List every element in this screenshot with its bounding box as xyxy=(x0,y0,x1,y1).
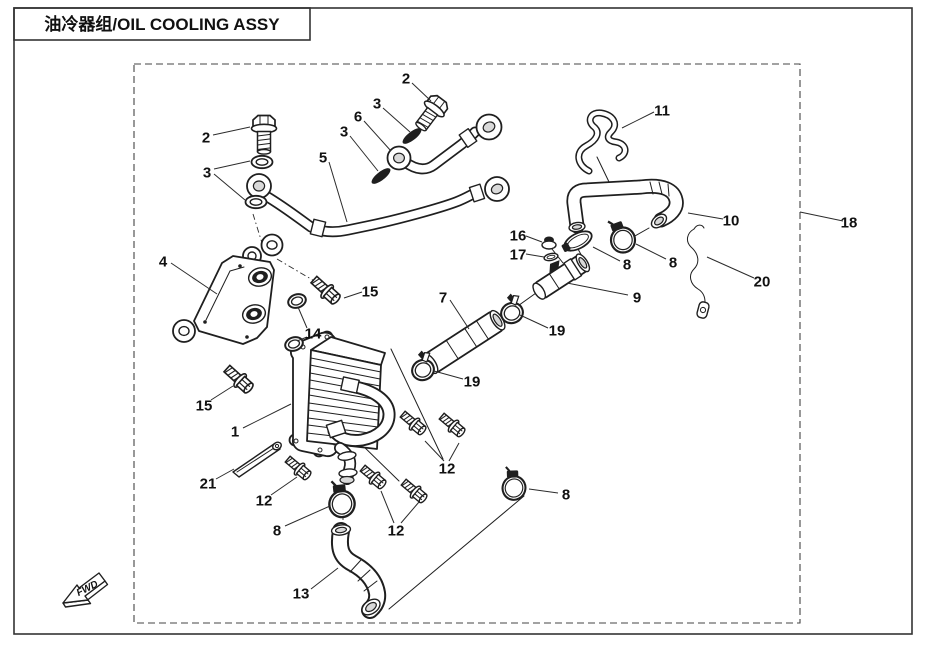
part-9-fitting xyxy=(532,253,591,300)
part-3-washers-left xyxy=(244,154,274,210)
callout-8: 8 xyxy=(273,522,281,539)
page-frame: 油冷器组/OIL COOLING ASSY xyxy=(13,7,913,635)
callout-2: 2 xyxy=(402,70,410,87)
callout-16: 16 xyxy=(510,227,527,244)
callout-15: 15 xyxy=(196,397,213,414)
callout-2: 2 xyxy=(202,129,210,146)
callout-12: 12 xyxy=(439,460,456,477)
callout-5: 5 xyxy=(319,149,327,166)
callout-12: 12 xyxy=(388,522,405,539)
title-box xyxy=(13,7,311,41)
part-16-screw xyxy=(541,236,557,250)
part-20-wire xyxy=(686,224,710,319)
callout-19: 19 xyxy=(549,322,566,339)
part-8-clamp-flat xyxy=(561,230,593,252)
part-17-o-ring xyxy=(543,252,559,262)
part-6-oil-pipe xyxy=(386,113,503,175)
callout-1: 1 xyxy=(231,423,239,440)
callout-8: 8 xyxy=(623,256,631,273)
callout-8: 8 xyxy=(562,486,570,503)
callout-9: 9 xyxy=(633,289,641,306)
callout-12: 12 xyxy=(256,492,273,509)
diagram-boundary xyxy=(133,63,801,624)
callout-21: 21 xyxy=(200,475,217,492)
callout-19: 19 xyxy=(464,373,481,390)
callout-15: 15 xyxy=(362,283,379,300)
callout-11: 11 xyxy=(654,102,670,119)
fwd-arrow: FWD xyxy=(62,572,109,608)
callout-20: 20 xyxy=(754,273,771,290)
callout-3: 3 xyxy=(203,164,211,181)
callout-6: 6 xyxy=(354,108,362,125)
callout-3: 3 xyxy=(373,95,381,112)
part-10-hose xyxy=(566,178,684,234)
part-11-clip xyxy=(575,109,629,175)
callout-4: 4 xyxy=(159,253,168,270)
callout-13: 13 xyxy=(293,585,310,602)
callout-10: 10 xyxy=(723,212,740,229)
part-1-oil-cooler xyxy=(288,330,396,485)
callout-18: 18 xyxy=(841,214,858,231)
part-4-bracket xyxy=(172,233,284,345)
part-3-washers-top xyxy=(371,128,422,184)
drawing-title: 油冷器组/OIL COOLING ASSY xyxy=(44,14,280,34)
callout-7: 7 xyxy=(439,289,447,306)
callout-8: 8 xyxy=(669,254,677,271)
part-21-strip xyxy=(232,441,282,478)
callout-14: 14 xyxy=(305,325,322,342)
callout-17: 17 xyxy=(510,246,527,263)
leader-lines xyxy=(170,82,844,590)
part-5-oil-pipe xyxy=(246,173,510,238)
callout-3: 3 xyxy=(340,123,348,140)
part-13-hose xyxy=(330,522,387,619)
